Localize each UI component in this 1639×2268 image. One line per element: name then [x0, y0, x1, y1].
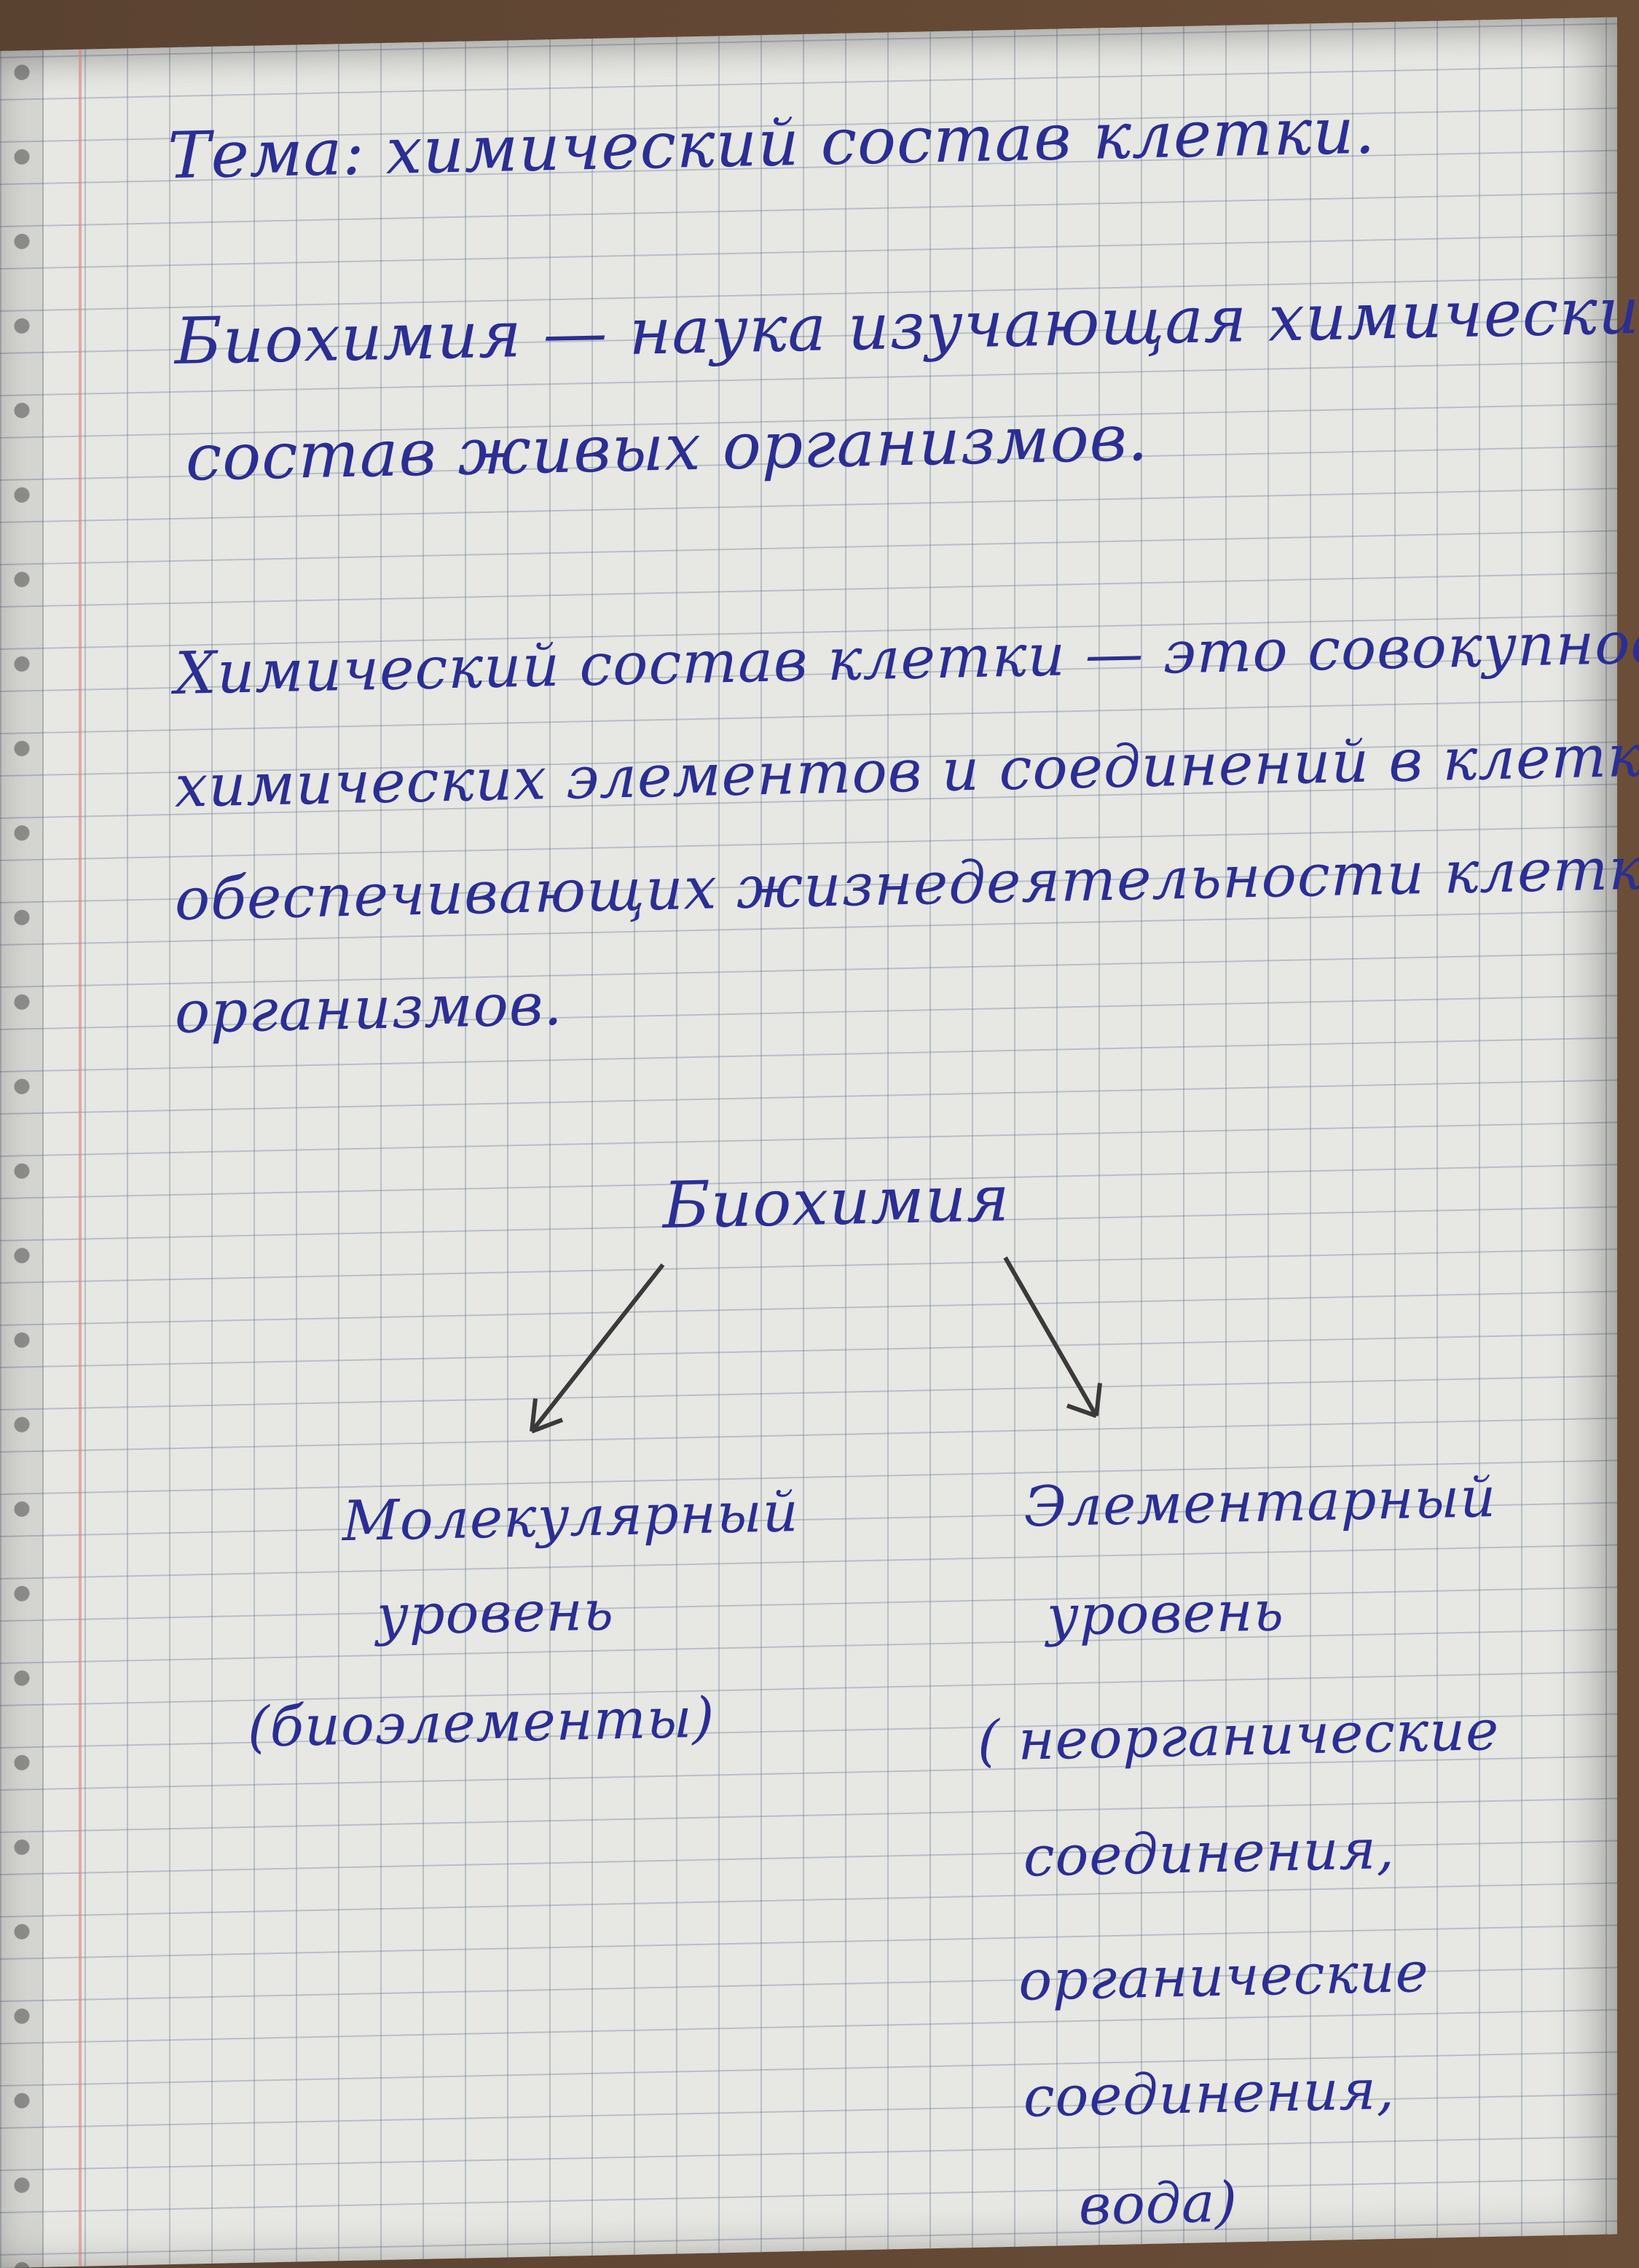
notebook-page: Тема: химический состав клетки. Биохимия…	[0, 17, 1639, 2268]
right-branch-line-6: соединения,	[1023, 2056, 1395, 2130]
right-branch-line-5: органические	[1018, 1939, 1429, 2013]
diagram-root: Биохимия	[663, 1160, 1010, 1243]
right-branch-line-4: соединения,	[1023, 1816, 1395, 1889]
right-branch-line-7: вода)	[1078, 2169, 1238, 2237]
composition-definition-line-4: организмов.	[175, 970, 563, 1046]
right-branch-line-3: ( неорганические	[977, 1697, 1500, 1773]
topic-title: Тема: химический состав клетки.	[168, 93, 1376, 194]
arrow-left-icon	[530, 1263, 665, 1434]
left-branch-line-1: Молекулярный	[342, 1479, 799, 1554]
right-branch-line-1: Элементарный	[1023, 1464, 1497, 1539]
biochem-definition-line-1: Биохимия — наука изучающая химический	[175, 272, 1639, 379]
arrow-right-icon	[1003, 1256, 1102, 1419]
composition-definition-line-1: Химический состав клетки — это совокупно…	[175, 606, 1639, 707]
notebook-binding	[0, 50, 44, 2268]
right-branch-line-2: уровень	[1046, 1578, 1285, 1648]
biochem-definition-line-2: состав живых организмов.	[186, 399, 1149, 495]
margin-line	[79, 49, 82, 2267]
left-branch-line-3: (биоэлементы)	[248, 1684, 715, 1759]
composition-definition-line-3: обеспечивающих жизнедеятельности клетки …	[175, 832, 1639, 933]
left-branch-line-2: уровень	[376, 1577, 615, 1648]
composition-definition-line-2: химических элементов и соединений в клет…	[175, 720, 1639, 820]
